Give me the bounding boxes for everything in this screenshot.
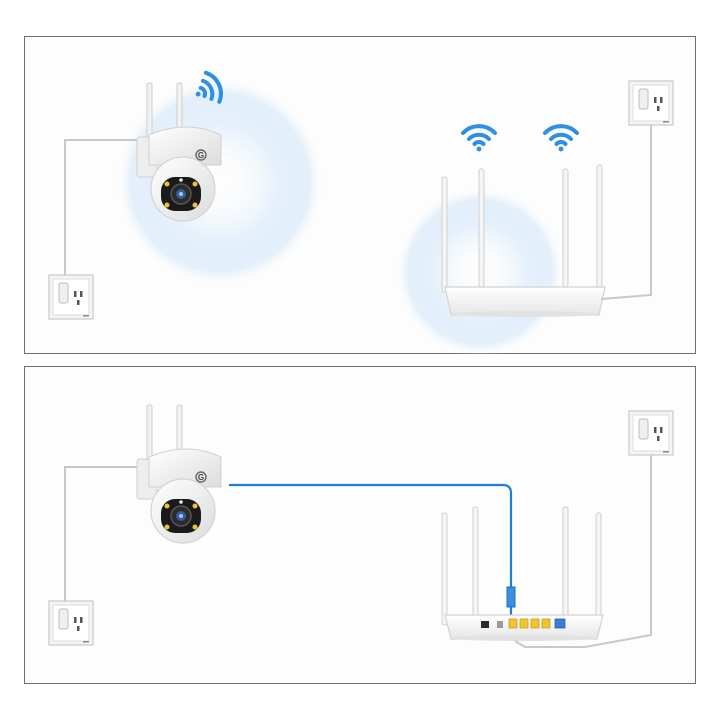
router-power-wire — [514, 451, 652, 648]
router-icon — [441, 506, 604, 641]
wired-setup-panel — [24, 366, 696, 684]
wifi-icon — [461, 124, 497, 154]
power-socket-icon — [628, 410, 674, 456]
power-socket-icon — [48, 274, 94, 320]
camera-power-wire — [64, 466, 143, 614]
wired-scene — [48, 404, 674, 648]
power-socket-icon — [628, 80, 674, 126]
router-power-wire — [600, 117, 652, 300]
wireless-scene — [48, 67, 674, 355]
camera-icon — [136, 404, 222, 544]
ethernet-cable-icon — [229, 483, 513, 589]
router-icon — [441, 164, 606, 317]
wifi-icon — [543, 124, 579, 154]
wireless-setup-panel — [24, 36, 696, 355]
ethernet-plug — [506, 586, 516, 608]
power-socket-icon — [48, 600, 94, 646]
